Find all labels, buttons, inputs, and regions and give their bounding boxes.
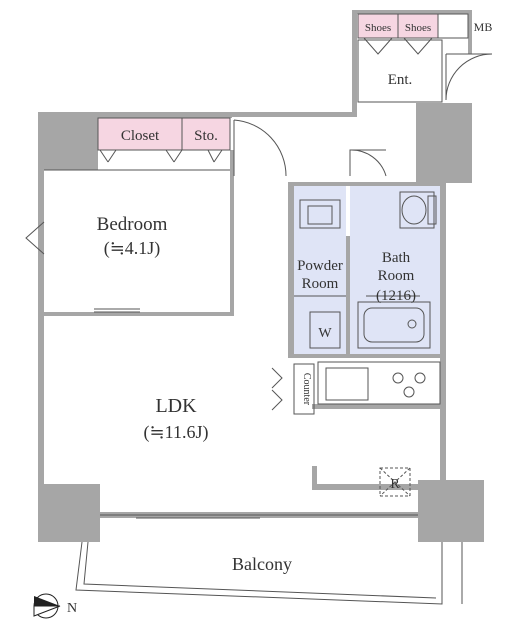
closet-label: Closet xyxy=(121,128,160,144)
balcony xyxy=(75,541,463,605)
washer-label: W xyxy=(318,326,332,341)
entrance-area xyxy=(357,13,493,103)
bedroom-size-label: (≒4.1J) xyxy=(104,238,161,259)
north-arrow xyxy=(33,593,61,619)
balcony-window xyxy=(100,514,418,519)
refrigerator xyxy=(379,467,411,497)
shoes-1-label: Shoes xyxy=(365,22,391,34)
powder-room-label-line2: Room xyxy=(302,276,339,292)
balcony-label: Balcony xyxy=(232,554,292,574)
entrance-label: Ent. xyxy=(388,72,413,88)
bedroom-area xyxy=(25,169,230,313)
bath-room-label-line1: Bath xyxy=(382,250,411,266)
ldk-label: LDK xyxy=(155,395,197,417)
powder-room-label-line1: Powder xyxy=(297,258,343,274)
mb-label: MB xyxy=(474,20,493,34)
shoes-2-label: Shoes xyxy=(405,22,431,34)
walls xyxy=(38,10,484,542)
north-label: N xyxy=(67,601,77,616)
storage-label: Sto. xyxy=(194,128,218,144)
closet-area xyxy=(97,117,231,163)
wet-core xyxy=(294,186,440,354)
refrigerator-label: R xyxy=(390,477,400,492)
bath-room-label-line2: Room xyxy=(378,268,415,284)
bath-room-size-label: (1216) xyxy=(376,288,416,304)
hall-doors xyxy=(233,119,387,177)
bedroom-label: Bedroom xyxy=(97,214,168,235)
counter-label: Counter xyxy=(301,373,312,406)
ldk-size-label: (≒11.6J) xyxy=(144,422,209,443)
kitchen xyxy=(271,361,441,415)
